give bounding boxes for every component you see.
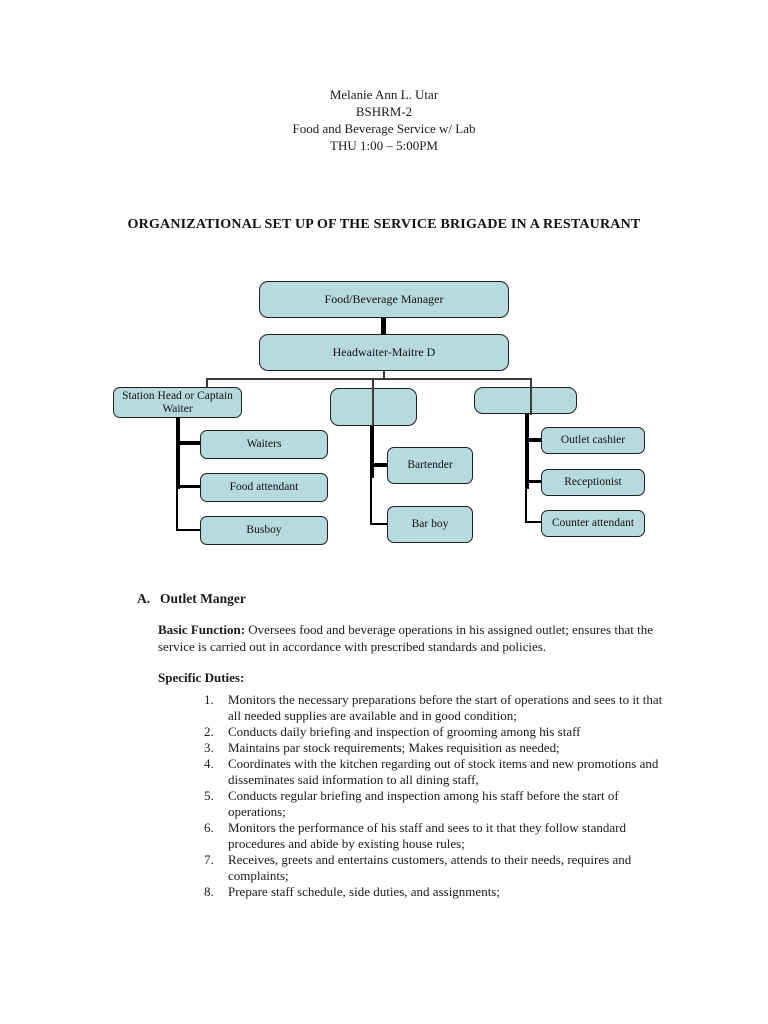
- section-letter: A.: [137, 591, 151, 606]
- section-heading: A. Outlet Manger: [137, 591, 663, 607]
- connector-right-spine-thin: [525, 489, 527, 523]
- connector-right-spine-thick: [525, 414, 529, 489]
- duty-item: Conducts regular briefing and inspection…: [204, 788, 619, 819]
- connector-headwaiter-drop: [383, 371, 385, 379]
- org-box-receptionist: Receptionist: [541, 469, 645, 496]
- page-title: ORGANIZATIONAL SET UP OF THE SERVICE BRI…: [127, 217, 641, 232]
- connector-stub-receptionist: [525, 480, 541, 483]
- connector-stub-outlet-cashier: [525, 438, 541, 442]
- connector-drop-left: [206, 378, 208, 388]
- header-line-course: BSHRM-2: [355, 104, 413, 119]
- connector-stub-counter-attendant: [525, 521, 541, 523]
- connector-drop-middle: [372, 378, 374, 426]
- connector-drop-right: [530, 378, 532, 415]
- specific-duties-label: Specific Duties:: [158, 670, 245, 685]
- org-box-bar-boy: Bar boy: [387, 506, 473, 543]
- connector-left-spine-thin: [176, 487, 178, 531]
- org-box-busboy: Busboy: [200, 516, 328, 545]
- section-outlet-manager: A. Outlet Manger Basic Function: Oversee…: [137, 591, 663, 900]
- connector-manager-headwaiter: [381, 318, 386, 334]
- header-line-schedule: THU 1:00 – 5:00PM: [330, 138, 438, 153]
- org-box-unlabeled-right: [474, 387, 577, 414]
- duty-item: Coordinates with the kitchen regarding o…: [204, 756, 659, 787]
- org-box-bartender: Bartender: [387, 447, 473, 484]
- specific-duties-list: Monitors the necessary preparations befo…: [137, 692, 663, 900]
- connector-middle-spine-thick: [370, 426, 374, 478]
- header-line-subject: Food and Beverage Service w/ Lab: [292, 121, 476, 136]
- basic-function-label: Basic Function:: [158, 622, 246, 637]
- header-line-name: Melanie Ann L. Utar: [329, 87, 439, 102]
- org-box-food-attendant: Food attendant: [200, 473, 328, 502]
- connector-stub-food-attendant: [176, 485, 200, 488]
- duty-item: Prepare staff schedule, side duties, and…: [204, 884, 500, 900]
- org-box-station-head-captain-waiter: Station Head or Captain Waiter: [113, 387, 242, 418]
- duty-item: Monitors the performance of his staff an…: [204, 820, 626, 851]
- org-box-waiters: Waiters: [200, 430, 328, 459]
- org-box-headwaiter-maitre-d: Headwaiter-Maitre D: [259, 334, 509, 371]
- basic-function-paragraph: Basic Function: Oversees food and bevera…: [158, 622, 663, 655]
- duty-item: Conducts daily briefing and inspection o…: [204, 724, 581, 740]
- connector-stub-busboy: [176, 529, 200, 531]
- connector-horizontal-rail: [206, 378, 532, 380]
- org-box-outlet-cashier: Outlet cashier: [541, 427, 645, 454]
- document-header: Melanie Ann L. Utar BSHRM-2 Food and Bev…: [0, 86, 768, 154]
- org-box-food-beverage-manager: Food/Beverage Manager: [259, 281, 509, 318]
- section-heading-text: Outlet Manger: [160, 591, 246, 606]
- duty-item: Receives, greets and entertains customer…: [204, 852, 632, 883]
- connector-middle-spine-thin: [370, 478, 372, 525]
- basic-function-text: Oversees food and beverage operations in…: [158, 622, 653, 654]
- connector-left-spine-thick: [176, 417, 180, 489]
- connector-stub-bar-boy: [370, 523, 387, 525]
- duty-item: Maintains par stock requirements; Makes …: [204, 740, 560, 756]
- duty-item: Monitors the necessary preparations befo…: [204, 692, 663, 723]
- connector-stub-bartender: [370, 463, 387, 467]
- connector-stub-waiters: [176, 441, 200, 445]
- org-box-counter-attendant: Counter attendant: [541, 510, 645, 537]
